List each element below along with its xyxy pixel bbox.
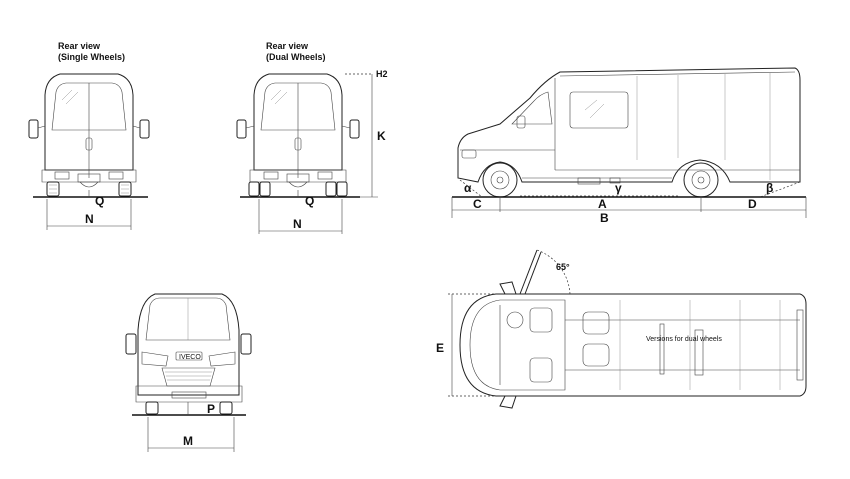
dim-d: D	[748, 197, 757, 211]
top-view: 65° Versions for dual wheels E	[436, 249, 807, 409]
rear-dual-caption-2: (Dual Wheels)	[266, 52, 326, 62]
dim-h2: H2	[376, 69, 388, 79]
rear-single-caption-2: (Single Wheels)	[58, 52, 125, 62]
angle-beta: β	[766, 181, 773, 195]
dual-wheels-note: Versions for dual wheels	[646, 336, 722, 343]
angle-alpha: α	[464, 181, 472, 195]
dim-b: B	[600, 211, 609, 225]
dim-k: K	[377, 129, 386, 143]
brand-badge: IVECO	[179, 354, 201, 361]
dim-q-dual: Q	[305, 194, 314, 208]
dim-p: P	[207, 402, 215, 416]
rear-view-single-wheels: Rear view (Single Wheels) Q N	[28, 41, 150, 230]
front-view: IVECO P M	[125, 293, 252, 452]
dim-e: E	[436, 341, 444, 355]
dim-n-dual: N	[293, 217, 302, 231]
dim-a: A	[598, 197, 607, 211]
side-view: α γ β C A D B	[451, 67, 807, 225]
dim-c: C	[473, 197, 482, 211]
dim-q-single: Q	[95, 194, 104, 208]
dim-n-single: N	[85, 212, 94, 226]
dim-m: M	[183, 434, 193, 448]
rear-single-caption-1: Rear view	[58, 41, 101, 51]
rear-dual-caption-1: Rear view	[266, 41, 309, 51]
door-angle: 65°	[556, 262, 570, 272]
angle-gamma: γ	[615, 181, 622, 195]
rear-view-dual-wheels: Rear view (Dual Wheels) Q N H2 K	[236, 41, 388, 234]
